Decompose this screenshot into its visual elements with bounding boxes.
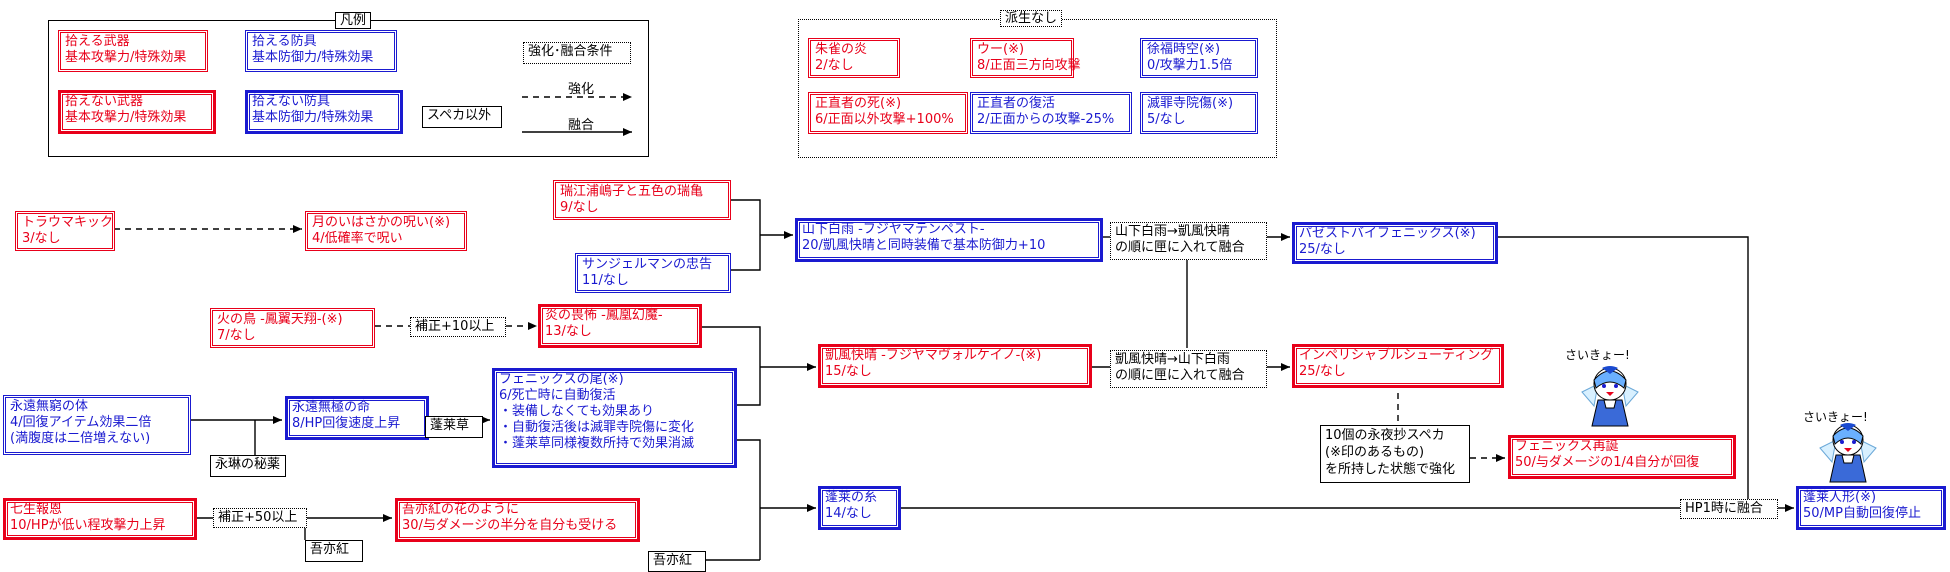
- speech-a: さいきょー!: [1565, 348, 1630, 362]
- node-honoo-ifu: 炎の畏怖 -鳳凰幻魔- 13/なし: [538, 304, 702, 348]
- node-horai-ito: 蓬莱の糸 14/なし: [818, 486, 901, 530]
- nd-suzaku: 朱雀の炎 2/なし: [808, 38, 900, 78]
- cirno-chibi-a: [1581, 366, 1639, 427]
- cond-hosei-50: 補正+50以上: [213, 508, 307, 528]
- node-yamashita: 山下白雨 -フジヤマテンペスト- 20/凱風快晴と同時装備で基本防御力+10: [795, 218, 1103, 262]
- nd-woo: ウー(※) 8/正面三方向攻撃: [970, 38, 1081, 78]
- legend-condition: 強化･融合条件: [523, 42, 631, 64]
- no-derivation-title: 派生なし: [1000, 10, 1063, 27]
- material-horaisou: 蓬莱草: [425, 416, 483, 438]
- legend-weapon-nodrop: 拾えない武器 基本攻撃力/特殊効果: [58, 90, 216, 134]
- node-ruri: 瑞江浦嶋子と五色の瑞亀 9/なし: [553, 180, 731, 220]
- nd-jofuku: 徐福時空(※) 0/攻撃力1.5倍: [1140, 38, 1258, 78]
- edge-honoo: [700, 326, 761, 367]
- node-gaifu-kaisei: 凱風快晴 -フジヤマヴォルケイノ-(※) 15/なし: [818, 344, 1092, 388]
- legend-weapon-drop: 拾える武器 基本攻撃力/特殊効果: [58, 30, 208, 72]
- node-horai-doll: 蓬莱人形(※) 50/MP自動回復停止: [1796, 486, 1946, 530]
- speech-b: さいきょー!: [1803, 410, 1868, 424]
- node-eien-mukyuu: 永遠無窮の体 4/回復アイテム効果二倍 (満腹度は二倍増えない): [3, 395, 191, 455]
- edge-phoenix-to-gaifu: [735, 367, 761, 406]
- edge-phoenix-to-ito: [735, 439, 761, 508]
- material-wareko-1: 吾亦紅: [305, 540, 363, 562]
- cirno-chibi-b: [1819, 423, 1877, 483]
- legend-enhance-label: 強化: [568, 82, 595, 97]
- nd-shoujiki-death: 正直者の死(※) 6/正面以外攻撃+100%: [808, 92, 968, 134]
- legend-non-spellcard: スペカ以外: [422, 106, 502, 128]
- cond-hp1: HP1時に融合: [1680, 499, 1778, 519]
- edge-possessed-doll: [1496, 236, 1749, 508]
- node-phoenix-tail: フェニックスの尾(※) 6/死亡時に自動復活 ・装備しなくても効果あり ・自動復…: [492, 368, 737, 468]
- node-shichisei-houon: 七生報恩 10/HPが低い程攻撃力上昇: [3, 498, 197, 540]
- node-eien-mukyoku: 永遠無極の命 8/HP回復速度上昇: [285, 396, 429, 440]
- node-wareko-flower: 吾亦紅の花のように 30/与ダメージの半分を自分も受ける: [395, 498, 640, 542]
- cond-spellcard-10: 10個の永夜抄スペカ (※印のあるもの) を所持した状態で強化: [1320, 425, 1470, 483]
- node-hinotori: 火の鳥 -鳳翼天翔-(※) 7/なし: [210, 308, 375, 348]
- legend-title: 凡例: [335, 12, 372, 29]
- node-sanjerman: サンジェルマンの忠告 11/なし: [575, 253, 731, 293]
- node-tsuki-curse: 月のいはさかの呪い(※) 4/低確率で呪い: [305, 211, 467, 251]
- node-phoenix-rebirth: フェニックス再誕 50/与ダメージの1/4自分が回復: [1508, 435, 1736, 479]
- nd-shoujiki-revival: 正直者の復活 2/正面からの攻撃-25%: [970, 92, 1132, 134]
- legend-fusion-label: 融合: [568, 118, 595, 133]
- cond-hosei-10: 補正+10以上: [410, 317, 506, 337]
- cond-yamashita-first: 山下白雨→凱風快晴 の順に匣に入れて融合: [1110, 222, 1267, 260]
- cond-gaifu-first: 凱風快晴→山下白雨 の順に匣に入れて融合: [1110, 350, 1267, 388]
- legend-armor-nodrop: 拾えない防具 基本防御力/特殊効果: [245, 90, 403, 134]
- node-imperishable-shooting: インペリシャブルシューティング 25/なし: [1292, 344, 1504, 388]
- legend-armor-drop: 拾える防具 基本防御力/特殊効果: [245, 30, 397, 72]
- node-possessed-by-phoenix: パゼストバイフェニックス(※) 25/なし: [1292, 222, 1498, 264]
- edge-sanjerman: [729, 235, 761, 271]
- nd-metsuzai: 滅罪寺院傷(※) 5/なし: [1140, 92, 1258, 134]
- node-trauma-kick: トラウマキック 3/なし: [15, 211, 115, 251]
- material-wareko-2: 吾亦紅: [648, 551, 706, 572]
- material-eirin-medicine: 永琳の秘薬: [210, 455, 286, 477]
- edge-ruri: [729, 199, 761, 235]
